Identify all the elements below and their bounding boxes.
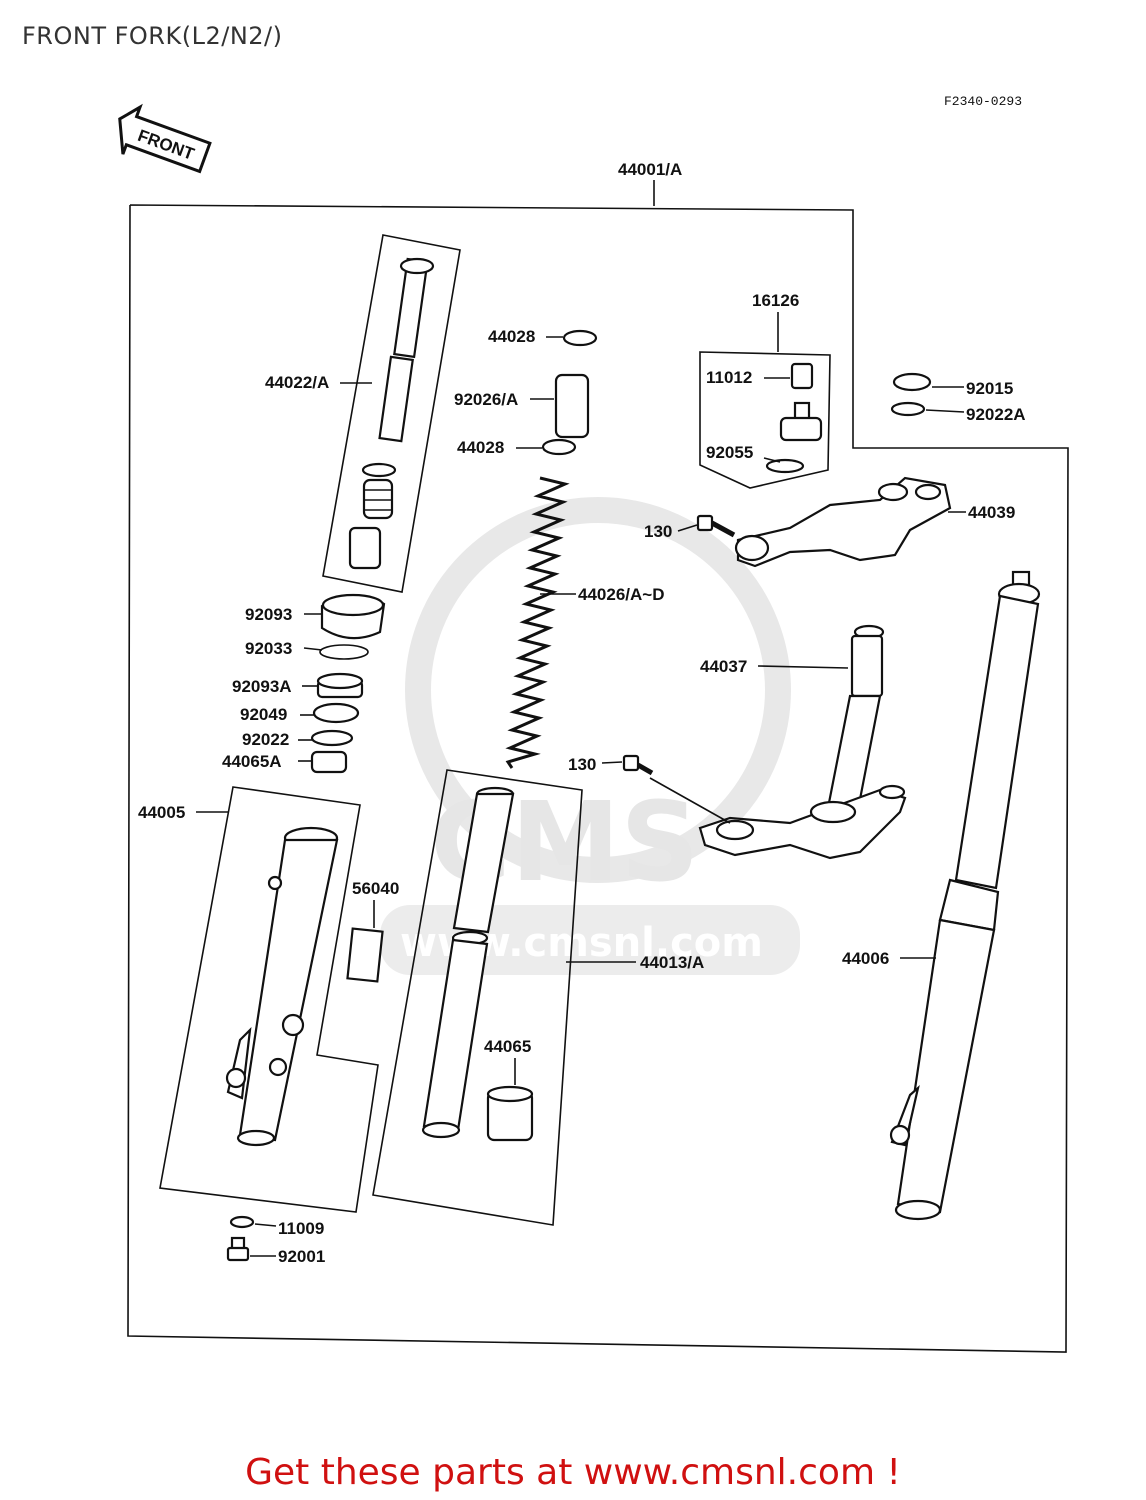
- callout-44065: 44065: [484, 1037, 531, 1056]
- callout-92022A-top: 92022A: [966, 405, 1026, 424]
- callout-44026: 44026/A~D: [578, 585, 664, 604]
- outer-tube: [225, 826, 339, 1147]
- front-fork-diagram: F2340-0293 FRONT CMS www.cmsnl.com 44001…: [118, 94, 1069, 1353]
- steering-stem-44037: [698, 624, 907, 860]
- oring-92055: [765, 458, 805, 474]
- guide-56040: [346, 927, 384, 983]
- callout-44006: 44006: [842, 949, 889, 968]
- callout-92093: 92093: [245, 605, 292, 624]
- oil-seal-92049: [312, 702, 360, 724]
- subassembly-box-44013: [372, 769, 583, 1226]
- callout-92001: 92001: [278, 1247, 325, 1266]
- callout-44013: 44013/A: [640, 953, 704, 972]
- callout-16126: 16126: [752, 291, 799, 310]
- assembly-outline-44001: [127, 204, 1069, 1353]
- front-direction-arrow: FRONT: [118, 103, 212, 174]
- subassembly-box-16126: [699, 351, 831, 489]
- bolt-92001: [226, 1236, 250, 1262]
- callout-44001: 44001/A: [618, 160, 682, 179]
- subassembly-box-44022: [322, 234, 461, 593]
- fork-spring-44026: [505, 476, 570, 769]
- washer-92022A-top: [890, 401, 926, 417]
- spacer-92026: [554, 373, 590, 439]
- plug-11012: [790, 362, 814, 390]
- bolt-130-upper: [696, 514, 736, 538]
- cms-watermark-logo: CMS www.cmsnl.com: [380, 497, 800, 975]
- callout-44037: 44037: [700, 657, 747, 676]
- bushing-44065: [486, 1085, 534, 1142]
- callout-44028-top: 44028: [488, 327, 535, 346]
- seal-92093A: [316, 672, 364, 699]
- callout-92022: 92022: [242, 730, 289, 749]
- callout-44039: 44039: [968, 503, 1015, 522]
- callout-92093A: 92093A: [232, 677, 292, 696]
- callout-92026: 92026/A: [454, 390, 518, 409]
- washer-44028-top: [562, 329, 598, 347]
- callout-130-upper: 130: [644, 522, 672, 541]
- callout-130-lower: 130: [568, 755, 596, 774]
- callout-92055: 92055: [706, 443, 753, 462]
- callout-92033: 92033: [245, 639, 292, 658]
- cap-bolt: [779, 401, 823, 442]
- gasket-11009: [229, 1215, 255, 1229]
- subassembly-box-44005: [159, 786, 379, 1213]
- retaining-ring-92033: [319, 644, 369, 660]
- washer-92022: [310, 729, 354, 747]
- guide-bushing-44065A: [310, 750, 348, 774]
- nut-92015: [892, 372, 932, 392]
- upper-bracket-44039: [734, 476, 952, 568]
- fork-leg-44006: [889, 570, 1041, 1221]
- dust-seal-92093: [320, 593, 386, 640]
- callout-11009: 11009: [278, 1219, 324, 1238]
- damper-rod: [348, 257, 435, 570]
- page-title: FRONT FORK(L2/N2/): [22, 22, 283, 50]
- callout-11012: 11012: [706, 368, 752, 387]
- callout-92015: 92015: [966, 379, 1013, 398]
- callout-56040: 56040: [352, 879, 399, 898]
- callout-44028-bottom: 44028: [457, 438, 504, 457]
- inner-tube: [421, 786, 515, 1139]
- callout-92049: 92049: [240, 705, 287, 724]
- get-parts-link[interactable]: Get these parts at www.cmsnl.com !: [245, 1452, 901, 1493]
- callout-44022: 44022/A: [265, 373, 329, 392]
- callout-44005: 44005: [138, 803, 185, 822]
- washer-44028-bottom: [541, 438, 577, 456]
- bolt-130-lower: [622, 754, 654, 776]
- callout-44065A: 44065A: [222, 752, 282, 771]
- diagram-code: F2340-0293: [944, 94, 1022, 109]
